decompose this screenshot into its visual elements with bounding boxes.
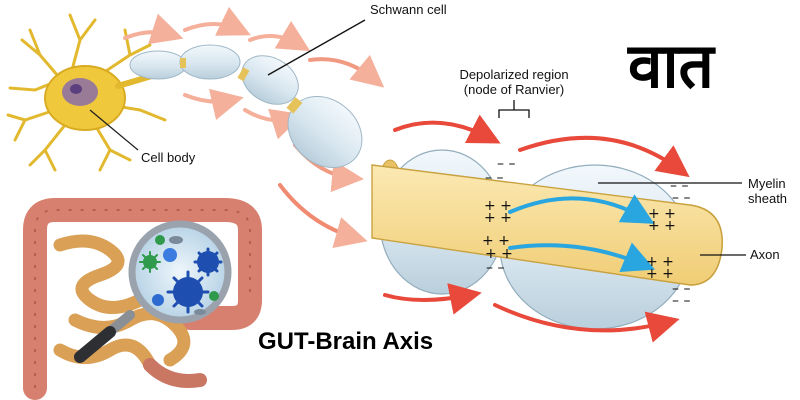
label-depolarized-region-line2: (node of Ranvier) — [463, 82, 565, 97]
membrane-charges: – – – – + + + + + + + + – – + + + + + + … — [482, 156, 690, 309]
charge-minus-right-bottom: – – — [672, 281, 690, 297]
neuron-cell-body — [6, 13, 168, 172]
signal-propagation-arrows — [383, 114, 690, 343]
charge-minus-top-left-2: – – — [485, 170, 503, 186]
faded-signal-arrows — [123, 6, 385, 248]
page-title: वात — [628, 29, 714, 102]
charge-minus-right-bottom-2: – – — [672, 293, 690, 309]
label-cell-body: Cell body — [141, 150, 196, 165]
charge-plus-right-bottom-2: + + — [646, 266, 674, 282]
charge-plus-right-top: + + — [648, 206, 676, 222]
charge-plus-mid-left-1: + + — [484, 198, 512, 214]
charge-minus-bottom-left: – – — [486, 260, 504, 276]
charge-plus-right-top-2: + + — [648, 218, 676, 234]
label-schwann-cell: Schwann cell — [370, 2, 447, 17]
local-current-arrows — [508, 194, 656, 272]
label-myelin-sheath-line1: Myelin — [748, 176, 786, 191]
charge-plus-mid-left-2: + + — [484, 210, 512, 226]
label-myelin-sheath-line2: sheath — [748, 191, 788, 206]
label-depolarized-region-line1: Depolarized region — [459, 67, 569, 82]
label-axon: Axon — [750, 247, 780, 262]
charge-plus-low-left-1: + + — [482, 233, 510, 249]
charge-minus-top-left: – – — [497, 156, 515, 172]
schwann-leader — [267, 19, 366, 76]
label-depolarized-region: Depolarized region (node of Ranvier) — [438, 67, 590, 97]
gut-brain-axis-caption: GUT-Brain Axis — [258, 328, 434, 355]
charge-minus-right-top: – – — [670, 178, 688, 194]
charge-minus-right-top-2: – – — [672, 190, 690, 206]
microbes — [139, 235, 223, 315]
charge-plus-low-left-2: + + — [485, 246, 513, 262]
magnifying-glass-icon — [74, 220, 232, 363]
node-bracket — [498, 100, 530, 118]
label-myelin-sheath: Myelin sheath — [748, 176, 787, 206]
charge-plus-right-bottom: + + — [646, 254, 674, 270]
leader-lines — [267, 19, 746, 256]
